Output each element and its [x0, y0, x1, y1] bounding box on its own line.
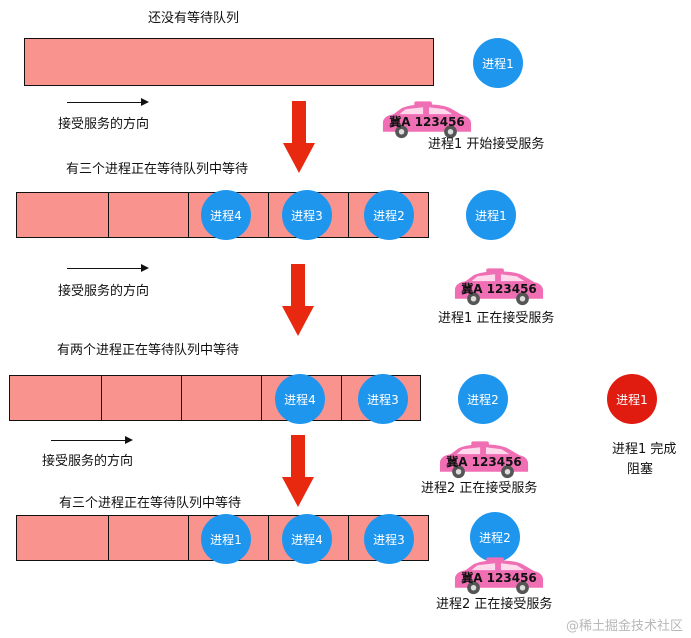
watermark: @稀土掘金技术社区 [565, 619, 683, 634]
process1-circle-stage4: 进程1 [201, 514, 251, 564]
process1-complete-label: 进程1 完成 [612, 442, 677, 457]
queue-slot-divider [181, 376, 182, 420]
process3-circle-stage3: 进程3 [358, 374, 408, 424]
service-direction-label: 接受服务的方向 [58, 117, 150, 132]
taxi-icon: 冀A 123456 [437, 440, 531, 480]
process2-circle-stage2: 进程2 [364, 190, 414, 240]
taxi-icon: 冀A 123456 [452, 267, 546, 307]
process1-circle-complete: 进程1 [607, 374, 657, 424]
arrow-right-icon [67, 264, 149, 272]
taxi-plate: 冀A 123456 [446, 455, 522, 469]
queue-slot-divider [101, 376, 102, 420]
taxi-plate: 冀A 123456 [389, 115, 465, 129]
queue-slot-divider [348, 516, 349, 560]
arrow-right-icon [51, 436, 133, 444]
arrow-down-icon [282, 435, 314, 507]
taxi-icon: 冀A 123456 [452, 556, 546, 596]
taxi-icon: 冀A 123456 [380, 100, 474, 140]
process4-circle-stage4: 进程4 [282, 514, 332, 564]
process2-in-service-label: 进程2 正在接受服务 [436, 597, 553, 612]
process1-in-service-label: 进程1 正在接受服务 [438, 311, 555, 326]
process1-circle-stage1: 进程1 [473, 38, 523, 88]
service-direction-label: 接受服务的方向 [42, 454, 134, 469]
process4-circle-stage2: 进程4 [201, 190, 251, 240]
taxi-plate: 冀A 123456 [461, 571, 537, 585]
process4-circle-stage3: 进程4 [275, 374, 325, 424]
stage3-title: 有两个进程正在等待队列中等待 [57, 343, 240, 358]
process1-circle-stage2: 进程1 [466, 190, 516, 240]
queue-slot-divider [341, 376, 342, 420]
queue-slot-divider [188, 516, 189, 560]
stage2-title: 有三个进程正在等待队列中等待 [66, 162, 249, 177]
process3-circle-stage2: 进程3 [282, 190, 332, 240]
queue-slot-divider [268, 193, 269, 237]
queue-stage1 [24, 38, 434, 86]
process2-in-service-label: 进程2 正在接受服务 [421, 481, 538, 496]
process3-circle-stage4: 进程3 [364, 514, 414, 564]
queue-slot-divider [188, 193, 189, 237]
queue-slot-divider [348, 193, 349, 237]
process2-circle-stage4: 进程2 [470, 512, 520, 562]
queue-stage3 [9, 375, 421, 421]
process2-circle-stage3: 进程2 [458, 374, 508, 424]
queue-slot-divider [268, 516, 269, 560]
arrow-down-icon [283, 101, 315, 173]
queue-slot-divider [108, 516, 109, 560]
queue-slot-divider [108, 193, 109, 237]
process1-start-label: 进程1 开始接受服务 [428, 137, 545, 152]
stage1-title: 还没有等待队列 [148, 11, 240, 26]
arrow-down-icon [282, 264, 314, 336]
service-direction-label: 接受服务的方向 [58, 284, 150, 299]
arrow-right-icon [67, 98, 149, 106]
queue-slot-divider [261, 376, 262, 420]
process1-blocked-label: 阻塞 [627, 462, 654, 477]
stage4-title: 有三个进程正在等待队列中等待 [59, 496, 242, 511]
taxi-plate: 冀A 123456 [461, 282, 537, 296]
